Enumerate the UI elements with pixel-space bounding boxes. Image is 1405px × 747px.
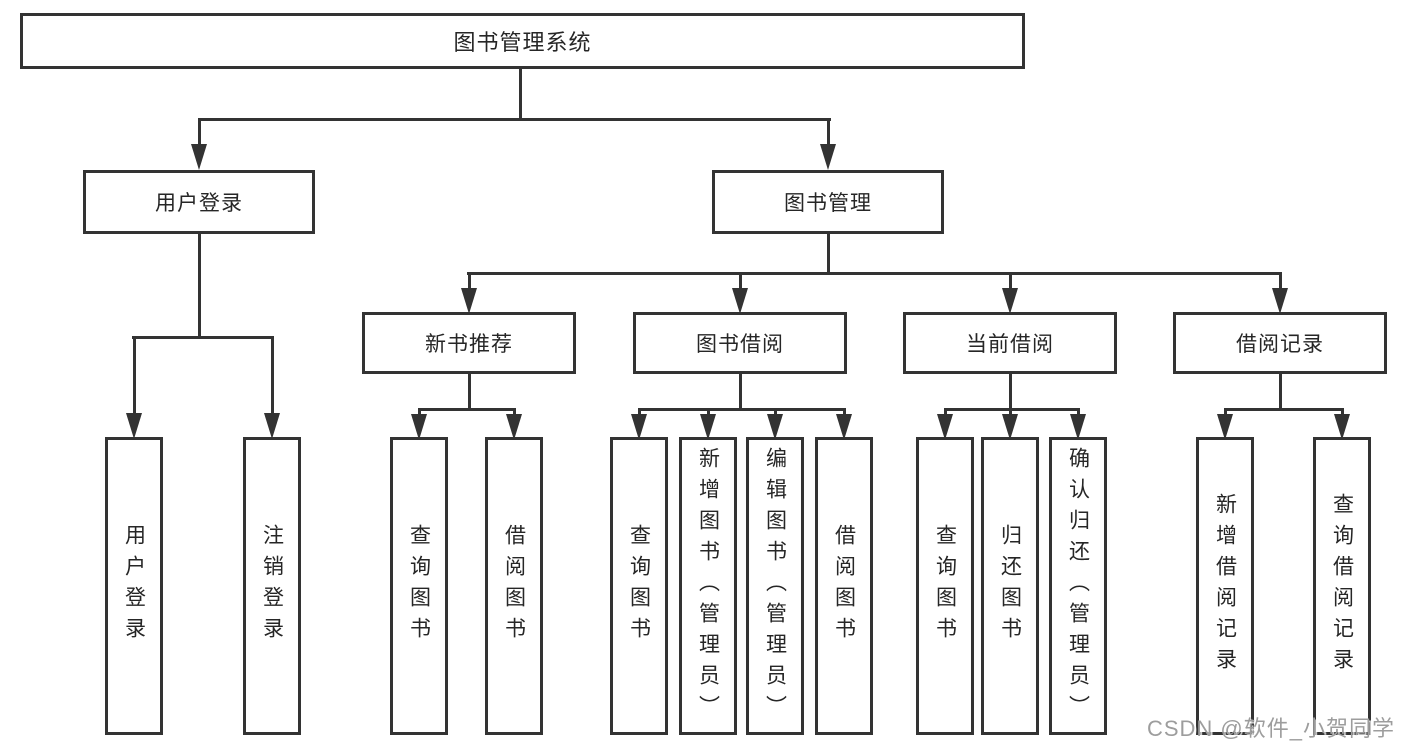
node-new-book-recommend: 新书推荐 — [362, 312, 576, 374]
node-book-management: 图书管理 — [712, 170, 944, 234]
connector-drop — [944, 408, 947, 418]
leaf-user-login: 用户登录 — [105, 437, 163, 735]
node-label: 当前借阅 — [966, 333, 1054, 356]
connector-drop — [739, 272, 742, 292]
node-system-title: 图书管理系统 — [20, 13, 1025, 69]
leaf-edit-book-admin: 编辑图书（管理员） — [746, 437, 804, 735]
leaf-add-book-admin: 新增图书（管理员） — [679, 437, 737, 735]
leaf-label: 归还图书 — [998, 524, 1022, 648]
arrowhead-down — [191, 144, 207, 170]
arrowhead-down — [767, 414, 783, 440]
csdn-watermark: CSDN @软件_小贺同学 — [1146, 716, 1395, 741]
leaf-query-borrow-record: 查询借阅记录 — [1313, 437, 1371, 735]
connector-drop — [827, 118, 830, 146]
node-label: 图书管理 — [784, 192, 872, 215]
arrowhead-down — [1002, 414, 1018, 440]
connector-drop — [133, 336, 136, 416]
connector-stem — [1009, 374, 1012, 411]
arrowhead-down — [1070, 414, 1086, 440]
leaf-label: 新增图书（管理员） — [696, 446, 720, 726]
connector-drop — [707, 408, 710, 418]
node-label: 借阅记录 — [1236, 333, 1324, 356]
arrowhead-down — [461, 288, 477, 314]
arrowhead-down — [732, 288, 748, 314]
leaf-query-books: 查询图书 — [390, 437, 448, 735]
connector-drop — [843, 408, 846, 418]
arrowhead-down — [1334, 414, 1350, 440]
leaf-label: 注销登录 — [260, 524, 284, 648]
connector-root-stem — [519, 69, 522, 118]
arrowhead-down — [631, 414, 647, 440]
connector-rail — [132, 336, 274, 339]
connector-drop — [1224, 408, 1227, 418]
arrowhead-down — [1002, 288, 1018, 314]
leaf-query-books: 查询图书 — [610, 437, 668, 735]
node-borrow-records: 借阅记录 — [1173, 312, 1387, 374]
connector-drop — [198, 118, 201, 146]
leaf-confirm-return-admin: 确认归还（管理员） — [1049, 437, 1107, 735]
leaf-query-books: 查询图书 — [916, 437, 974, 735]
connector-rail — [418, 408, 516, 411]
connector-level3-rail — [467, 272, 1282, 275]
connector-drop — [1009, 272, 1012, 292]
connector-drop — [1279, 272, 1282, 292]
connector-stem — [468, 374, 471, 411]
arrowhead-down — [836, 414, 852, 440]
arrowhead-down — [700, 414, 716, 440]
leaf-add-borrow-record: 新增借阅记录 — [1196, 437, 1254, 735]
leaf-label: 查询借阅记录 — [1330, 493, 1354, 679]
connector-drop — [774, 408, 777, 418]
arrowhead-down — [1217, 414, 1233, 440]
leaf-logout: 注销登录 — [243, 437, 301, 735]
leaf-label: 用户登录 — [122, 524, 146, 648]
leaf-label: 查询图书 — [407, 524, 431, 648]
arrowhead-down — [1272, 288, 1288, 314]
connector-drop — [1341, 408, 1344, 418]
leaf-label: 查询图书 — [627, 524, 651, 648]
leaf-label: 借阅图书 — [832, 524, 856, 648]
connector-drop — [271, 336, 274, 416]
connector-drop — [513, 408, 516, 418]
node-book-borrow: 图书借阅 — [633, 312, 847, 374]
node-label: 图书借阅 — [696, 333, 784, 356]
leaf-borrow-book: 借阅图书 — [485, 437, 543, 735]
node-label: 图书管理系统 — [453, 30, 592, 55]
connector-stem — [739, 374, 742, 411]
connector-drop — [468, 272, 471, 292]
arrowhead-down — [411, 414, 427, 440]
leaf-label: 新增借阅记录 — [1213, 493, 1237, 679]
leaf-borrow-book: 借阅图书 — [815, 437, 873, 735]
connector-level2-rail — [198, 118, 831, 121]
node-user-login: 用户登录 — [83, 170, 315, 234]
connector-stem — [827, 234, 830, 272]
arrowhead-down — [937, 414, 953, 440]
arrowhead-down — [506, 414, 522, 440]
connector-stem — [198, 234, 201, 336]
connector-drop — [638, 408, 641, 418]
node-label: 用户登录 — [155, 192, 243, 215]
leaf-label: 确认归还（管理员） — [1066, 446, 1090, 726]
leaf-label: 查询图书 — [933, 524, 957, 648]
leaf-return-book: 归还图书 — [981, 437, 1039, 735]
connector-stem — [1279, 374, 1282, 411]
arrowhead-down — [264, 413, 280, 439]
node-current-borrow: 当前借阅 — [903, 312, 1117, 374]
connector-drop — [418, 408, 421, 418]
connector-rail — [1224, 408, 1344, 411]
connector-drop — [1009, 408, 1012, 418]
connector-drop — [1077, 408, 1080, 418]
leaf-label: 借阅图书 — [502, 524, 526, 648]
leaf-label: 编辑图书（管理员） — [763, 446, 787, 726]
connector-rail — [638, 408, 846, 411]
node-label: 新书推荐 — [425, 333, 513, 356]
arrowhead-down — [820, 144, 836, 170]
arrowhead-down — [126, 413, 142, 439]
connector-rail — [944, 408, 1080, 411]
